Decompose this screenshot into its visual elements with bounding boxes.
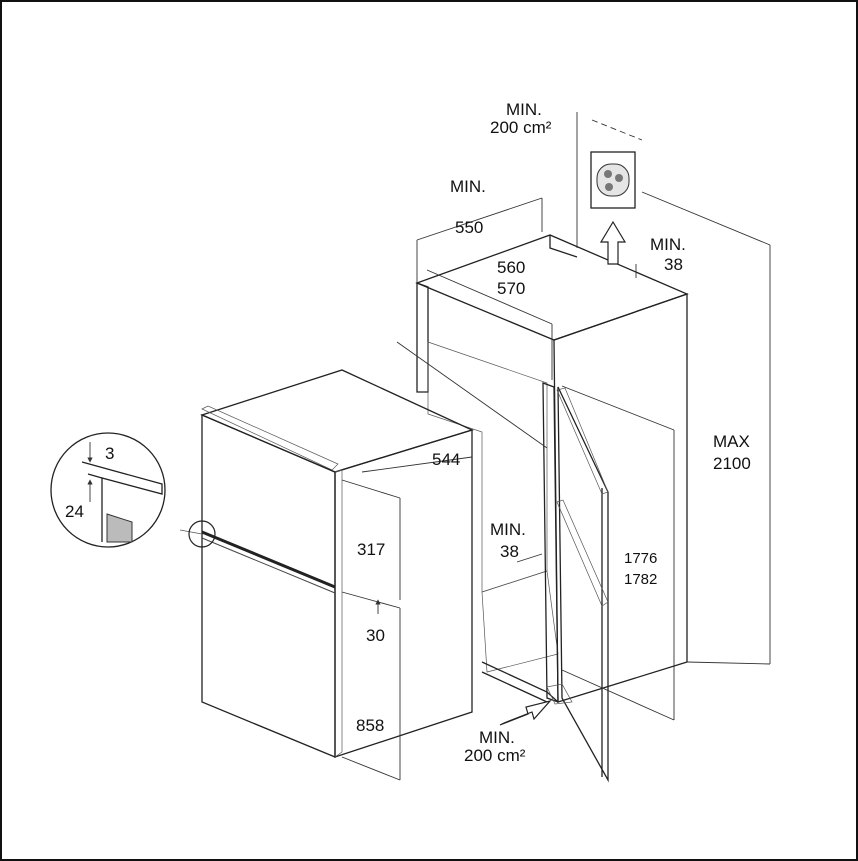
cabinet-right-post [542,382,559,703]
label-gap-38-inner: 38 [500,542,519,561]
cabinet-left-post [416,282,429,393]
vent-grille-icon [590,151,636,209]
door-hinge-bottom [546,683,573,705]
label-gap-38-right: 38 [664,255,683,274]
label-vent-bottom-area: 200 cm² [464,746,526,765]
appliance-front [201,414,336,758]
dimension-labels: MIN. 200 cm² MIN. 550 560 570 MIN. 38 MA… [65,100,751,765]
label-niche-1776: 1776 [624,550,657,567]
label-min-bottom: MIN. [479,728,515,747]
label-fridge-858: 858 [356,716,384,735]
detail-callout-circle [188,520,216,548]
label-detail-24: 24 [65,502,84,521]
label-min-right: MIN. [650,235,686,254]
appliance-decor-strip [201,405,339,471]
arrow-right-icon [499,699,552,726]
open-door [546,386,609,783]
appliance [200,369,474,758]
label-min-gap-inner: MIN. [490,520,526,539]
label-niche-1782: 1782 [624,571,657,588]
dimension-lines [341,191,771,781]
label-min-depth: MIN. [450,177,486,196]
label-freezer-317: 317 [357,540,385,559]
door-hinge-mid [556,499,609,607]
label-vent-top-area: 200 cm² [490,118,552,137]
label-width-570: 570 [497,279,525,298]
magnifier-circle-icon [50,432,203,548]
label-min-top: MIN. [506,100,542,119]
appliance-right-side [334,429,473,758]
label-gap-30: 30 [366,626,385,645]
cabinet-right-side [553,293,688,703]
door-panel [557,386,609,783]
label-max: MAX [713,432,750,451]
door-hinge-top [556,387,609,495]
label-depth-550: 550 [455,218,483,237]
label-detail-3: 3 [105,444,114,463]
appliance-separation-line [201,530,336,589]
label-depth-544: 544 [432,450,460,469]
label-height-2100: 2100 [713,454,751,473]
arrow-up-icon [599,220,627,265]
label-width-560: 560 [497,258,525,277]
